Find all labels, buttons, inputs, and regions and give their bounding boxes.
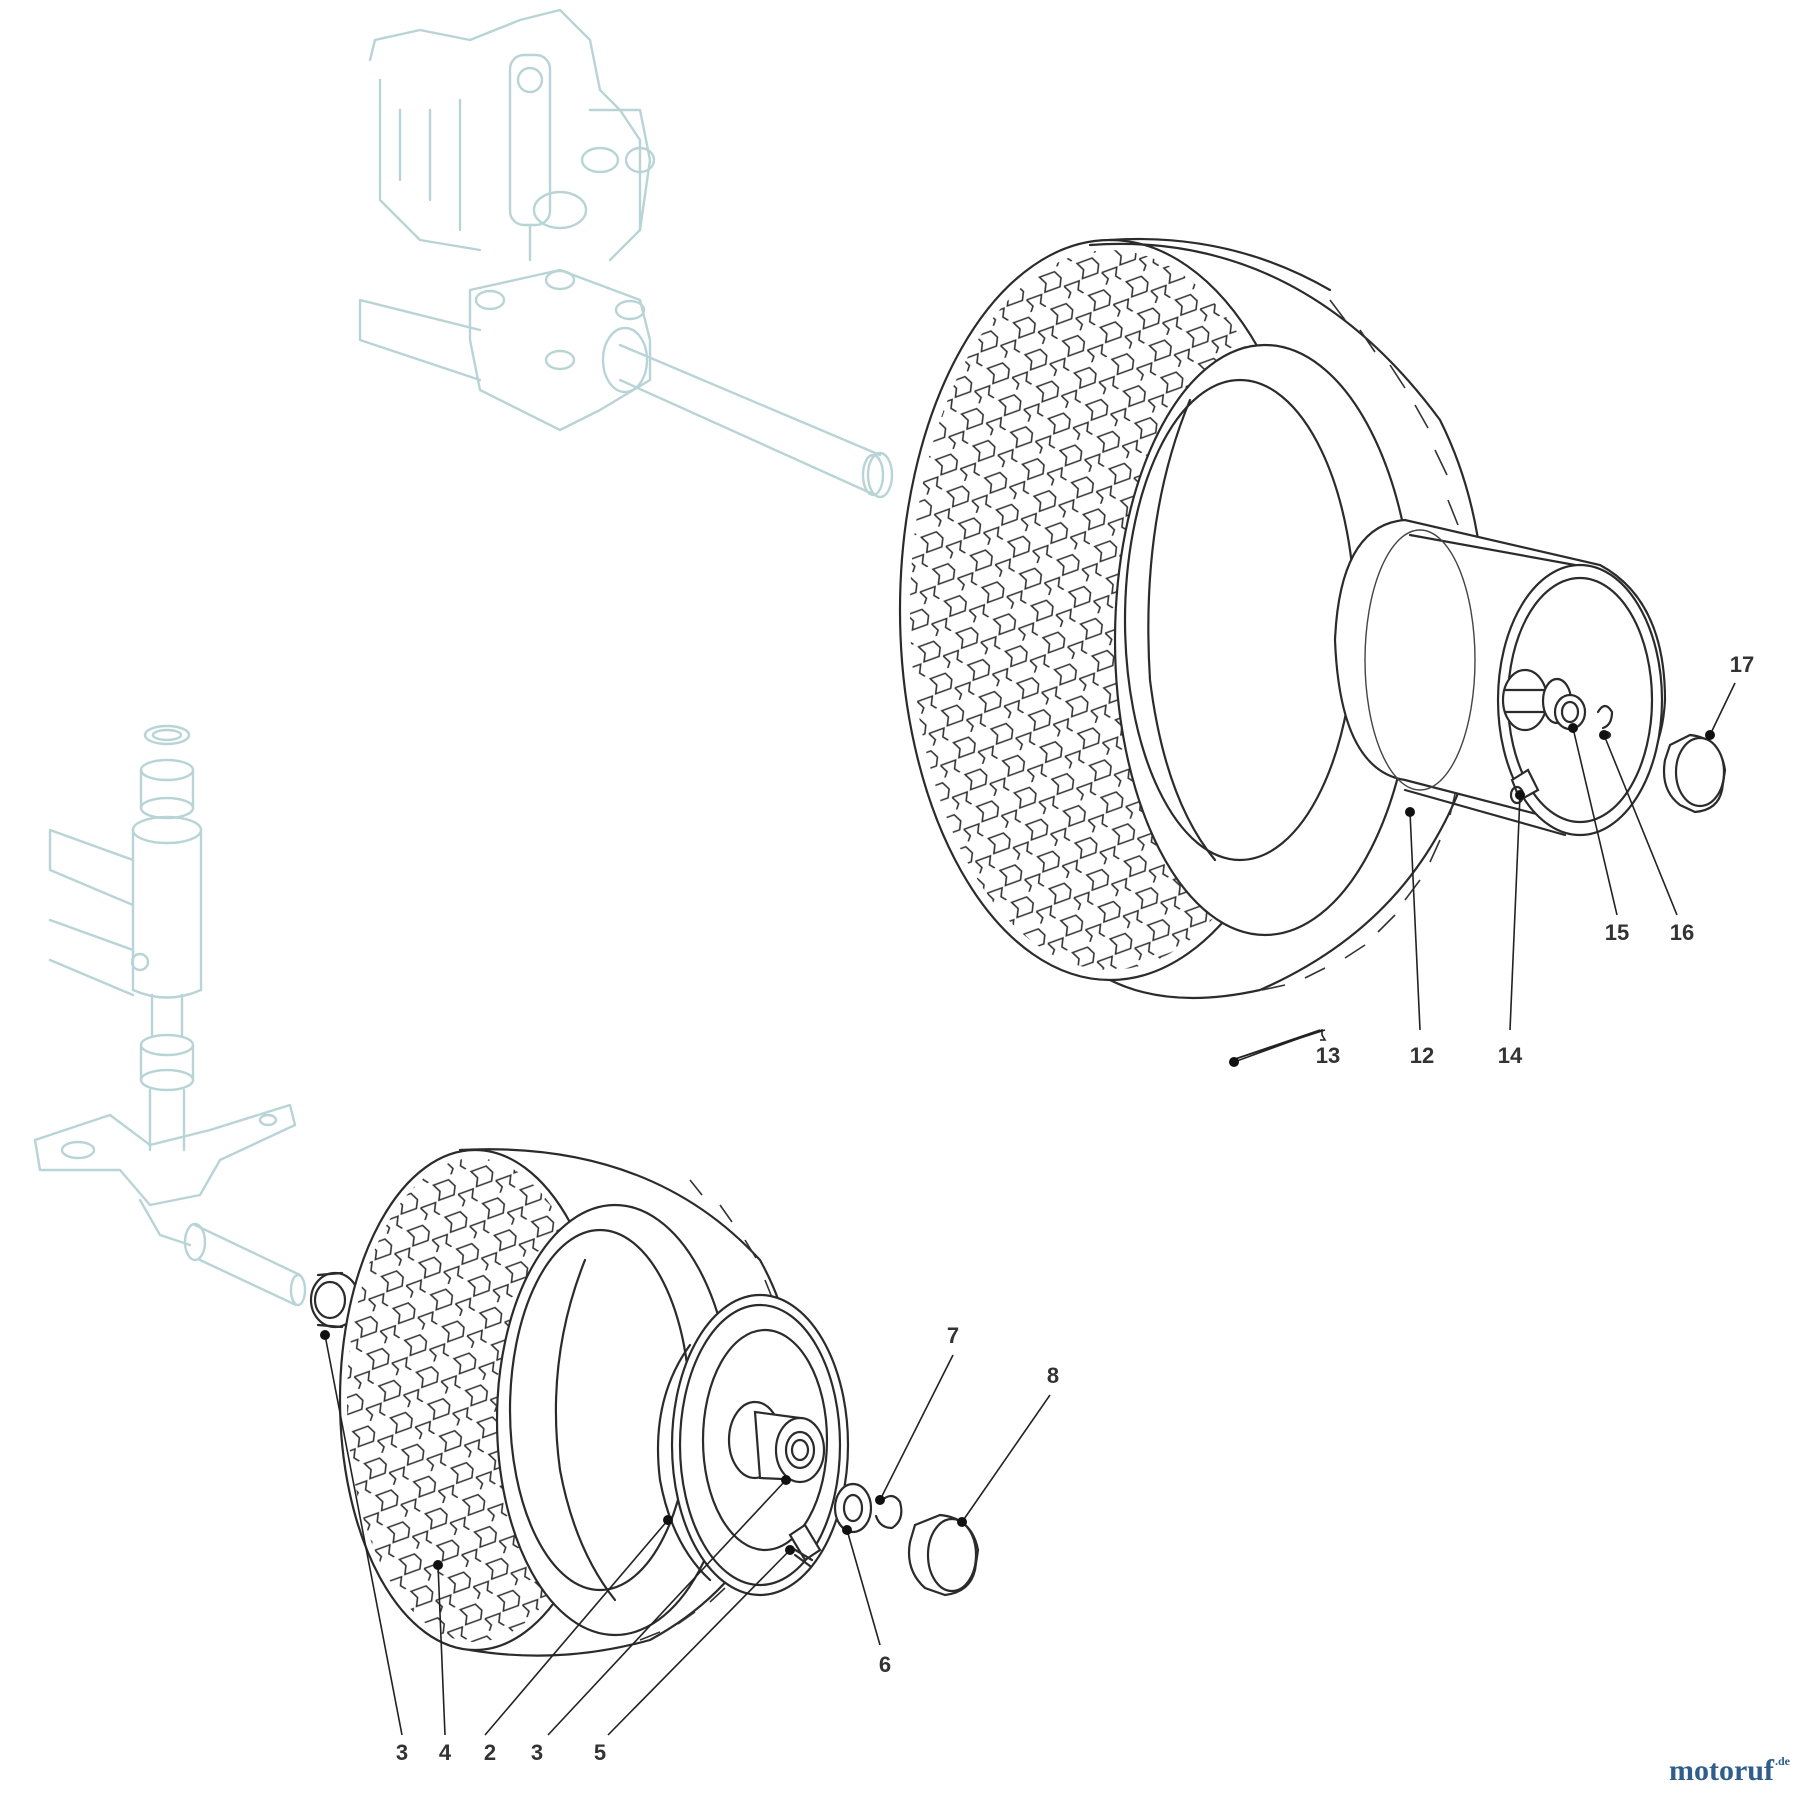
front-clip bbox=[874, 1494, 903, 1530]
callout-3-spacer: 3 bbox=[396, 1740, 408, 1765]
rear-wheel-assembly bbox=[898, 237, 1727, 1000]
leader-lines bbox=[320, 682, 1736, 1736]
rear-tire bbox=[898, 237, 1486, 1000]
callout-17-cap: 17 bbox=[1730, 652, 1754, 677]
callout-14-valve: 14 bbox=[1498, 1043, 1523, 1068]
motoruf-watermark: motoruf.de bbox=[1669, 1754, 1790, 1788]
rear-rim bbox=[1333, 518, 1667, 837]
callout-5-valve: 5 bbox=[594, 1740, 606, 1765]
callout-15-washer: 15 bbox=[1605, 920, 1629, 945]
rear-hub-cap bbox=[1662, 733, 1727, 814]
callout-2-rim: 2 bbox=[484, 1740, 496, 1765]
callout-13-tire: 13 bbox=[1316, 1043, 1340, 1068]
front-rim bbox=[656, 1293, 850, 1597]
front-tire bbox=[338, 1148, 797, 1657]
callout-7-clip: 7 bbox=[947, 1323, 959, 1348]
callout-3-bearing: 3 bbox=[531, 1740, 543, 1765]
callout-8-cap: 8 bbox=[1047, 1363, 1059, 1388]
callout-12-rim: 12 bbox=[1410, 1043, 1434, 1068]
ghost-front-axle bbox=[33, 724, 307, 1307]
front-washer bbox=[833, 1482, 873, 1534]
callout-numbers: 3 4 2 3 5 6 7 8 13 12 14 15 16 17 bbox=[396, 652, 1754, 1765]
ghost-transaxle bbox=[358, 8, 894, 499]
watermark-tld: .de bbox=[1775, 1754, 1790, 1768]
callout-4-tire: 4 bbox=[439, 1740, 452, 1765]
callout-6-washer: 6 bbox=[879, 1652, 891, 1677]
front-valve bbox=[788, 1523, 822, 1568]
front-spacer-inner bbox=[309, 1271, 361, 1329]
front-wheel-assembly bbox=[309, 1148, 980, 1657]
watermark-name: motoruf bbox=[1669, 1754, 1774, 1787]
front-hub-cap bbox=[907, 1513, 980, 1597]
callout-16-clip: 16 bbox=[1670, 920, 1694, 945]
